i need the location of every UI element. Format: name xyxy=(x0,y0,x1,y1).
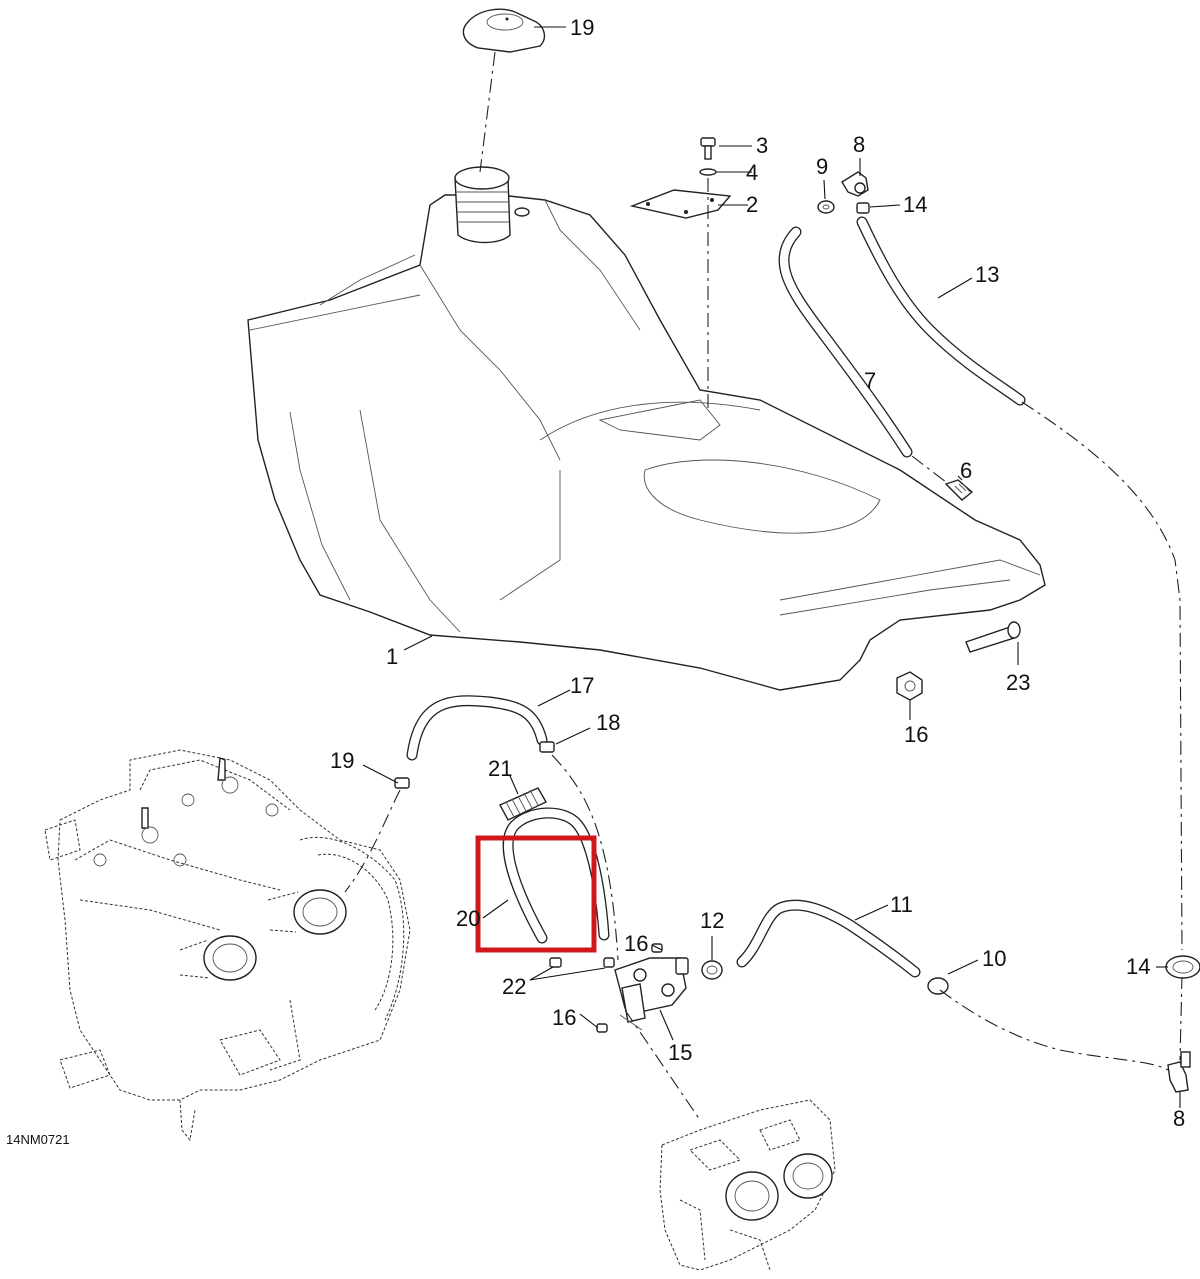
callout-13: 13 xyxy=(975,262,999,287)
clamp-right xyxy=(1165,955,1200,979)
callout-16-nut: 16 xyxy=(904,722,928,747)
long-bolt xyxy=(965,621,1021,653)
callout-16-upper: 16 xyxy=(624,931,648,956)
callout-11: 11 xyxy=(890,892,913,917)
clamp-22b xyxy=(603,957,615,968)
fuel-hose-20 xyxy=(502,807,610,944)
elbow-fitting-bottom xyxy=(1167,1051,1191,1093)
callout-2: 2 xyxy=(746,192,758,217)
callout-10: 10 xyxy=(982,946,1006,971)
fuel-cap xyxy=(462,8,546,53)
callout-14-top: 14 xyxy=(903,192,927,217)
clamp-12 xyxy=(701,960,723,980)
callout-23: 23 xyxy=(1006,670,1030,695)
check-valve-axis xyxy=(911,455,947,483)
engine xyxy=(44,749,411,1142)
callout-9: 9 xyxy=(816,154,828,179)
fuel-tank xyxy=(247,194,1046,691)
callout-15: 15 xyxy=(668,1040,692,1065)
clamp-19 xyxy=(394,777,410,789)
hose-routing-line xyxy=(1021,401,1183,951)
nut-upper xyxy=(896,671,923,701)
callouts: 19 3 4 2 8 9 14 13 7 6 1 23 16 17 18 19 … xyxy=(6,15,1185,1147)
sleeve-21 xyxy=(499,787,547,821)
drawing-code: 14NM0721 xyxy=(6,1132,70,1147)
clamp-10 xyxy=(927,977,949,995)
washer xyxy=(699,168,717,176)
cap-axis xyxy=(479,51,496,173)
elbow-fitting-top xyxy=(841,171,869,197)
clamp-top xyxy=(856,202,870,214)
callout-8-top: 8 xyxy=(853,132,865,157)
callout-16-lower: 16 xyxy=(552,1005,576,1030)
callout-22: 22 xyxy=(502,974,526,999)
clamp-16-lower xyxy=(596,1023,608,1033)
callout-5: 19 xyxy=(570,15,594,40)
access-plate xyxy=(629,189,732,219)
return-hose xyxy=(856,216,1026,406)
callout-3: 3 xyxy=(756,133,768,158)
callout-8-bottom: 8 xyxy=(1173,1106,1185,1131)
pump-routing-line xyxy=(551,754,619,961)
clamp-22 xyxy=(549,957,562,968)
fuel-pump xyxy=(614,957,689,1031)
highlight-box xyxy=(475,835,597,953)
engine-routing-line xyxy=(344,789,401,893)
check-valve xyxy=(944,479,974,501)
callout-17: 17 xyxy=(570,673,594,698)
callout-19: 19 xyxy=(330,748,354,773)
fitting-washer xyxy=(817,200,835,214)
callout-7: 7 xyxy=(864,368,876,393)
callout-6: 6 xyxy=(960,458,972,483)
tank-return-routing-line xyxy=(939,989,1169,1071)
clamp-18 xyxy=(539,741,555,753)
callout-14-right: 14 xyxy=(1126,954,1150,979)
callout-21: 21 xyxy=(488,756,512,781)
callout-12: 12 xyxy=(700,908,724,933)
leader-lines xyxy=(362,26,1181,1108)
hose-routing-line-lower xyxy=(1179,974,1183,1061)
bolt xyxy=(700,137,716,160)
callout-20: 20 xyxy=(456,906,480,931)
carb-routing-line xyxy=(624,1009,701,1121)
filler-neck xyxy=(454,166,530,244)
callout-1: 1 xyxy=(386,644,398,669)
carburetors xyxy=(659,1099,836,1271)
callout-4: 4 xyxy=(746,160,758,185)
callout-18: 18 xyxy=(596,710,620,735)
